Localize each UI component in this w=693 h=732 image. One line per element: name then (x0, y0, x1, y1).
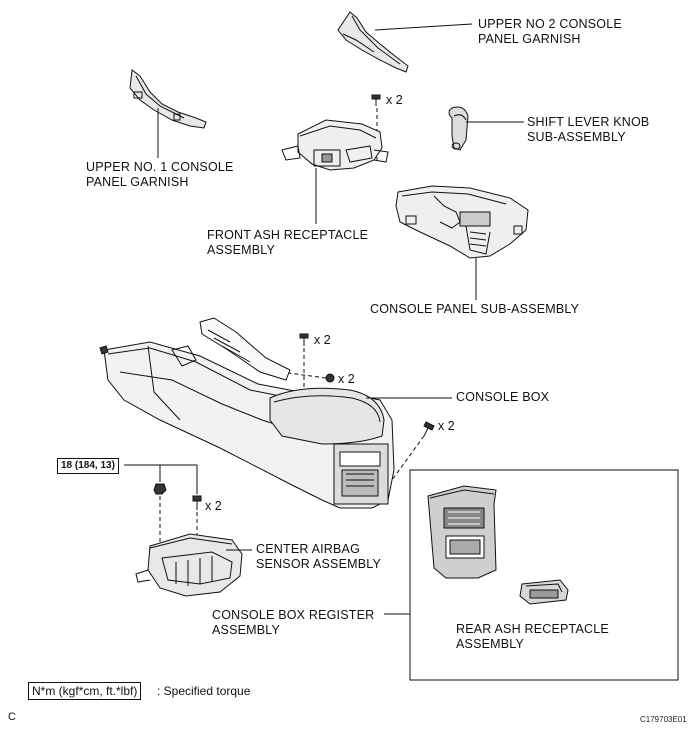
label-upper-no1-line2: PANEL GARNISH (86, 175, 189, 189)
label-console-panel: CONSOLE PANEL SUB-ASSEMBLY (370, 302, 580, 316)
figure-code: C179703E01 (640, 715, 687, 724)
console-top-screw (299, 333, 309, 346)
torque-legend-box: N*m (kgf*cm, ft.*lbf) (28, 682, 142, 700)
label-shift-knob-line1: SHIFT LEVER KNOB (527, 115, 650, 129)
label-upper-no2-line2: PANEL GARNISH (478, 32, 581, 46)
label-center-airbag-line1: CENTER AIRBAG (256, 542, 361, 556)
front-ash-screw (371, 94, 381, 106)
shift-lever-knob-part (448, 106, 469, 151)
airbag-nut (153, 483, 167, 495)
console-panel-part (395, 185, 529, 259)
label-register-line1: CONSOLE BOX REGISTER (212, 608, 375, 622)
label-rear-ash-line2: ASSEMBLY (456, 637, 525, 651)
upper-no1-garnish-part (129, 69, 207, 129)
label-register-line2: ASSEMBLY (212, 623, 281, 637)
console-rear-screw (423, 421, 435, 437)
torque-spec-box: 18 (184, 13) (57, 458, 119, 474)
label-shift-knob-line2: SUB-ASSEMBLY (527, 130, 626, 144)
console-mid-screw (325, 373, 335, 383)
corner-letter: C (8, 711, 16, 723)
console-box-register-part (427, 485, 497, 579)
qty-console-top-screws: x 2 (314, 333, 331, 347)
label-center-airbag-line2: SENSOR ASSEMBLY (256, 557, 382, 571)
qty-airbag-bolts: x 2 (205, 499, 222, 513)
register-inset-frame (409, 469, 679, 681)
label-console-box: CONSOLE BOX (456, 390, 550, 404)
front-ash-receptacle-part (281, 119, 389, 171)
leader-upper-no2 (374, 23, 473, 31)
label-upper-no1-line1: UPPER NO. 1 CONSOLE (86, 160, 234, 174)
label-front-ash-line1: FRONT ASH RECEPTACLE (207, 228, 369, 242)
qty-front-ash-screws: x 2 (386, 93, 403, 107)
center-airbag-sensor-part (135, 533, 243, 597)
label-front-ash-line2: ASSEMBLY (207, 243, 276, 257)
qty-console-mid-screws: x 2 (338, 372, 355, 386)
rear-ash-receptacle-part (519, 579, 569, 605)
torque-legend-text: : Specified torque (157, 684, 251, 698)
console-box-part (99, 317, 395, 509)
airbag-bolt (192, 495, 202, 510)
qty-console-rear-screws: x 2 (438, 419, 455, 433)
label-rear-ash-line1: REAR ASH RECEPTACLE (456, 622, 609, 636)
label-upper-no2-line1: UPPER NO 2 CONSOLE (478, 17, 622, 31)
upper-no2-garnish-part (337, 11, 409, 73)
